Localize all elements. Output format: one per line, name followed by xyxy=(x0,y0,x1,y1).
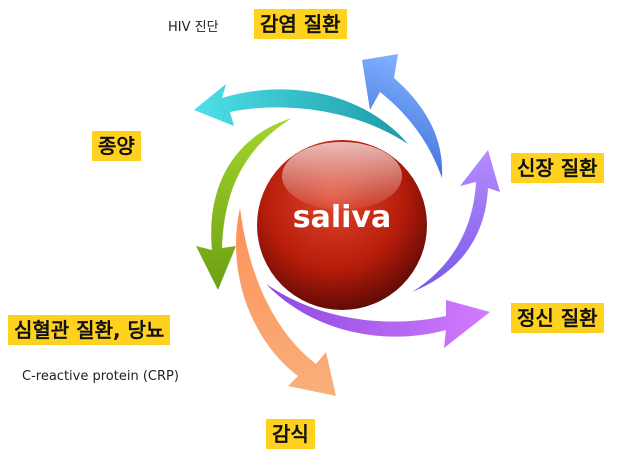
orange-arrow xyxy=(236,208,336,396)
sphere-highlight xyxy=(282,142,402,210)
violet-arrow xyxy=(412,150,500,292)
saliva-label: saliva xyxy=(292,200,392,235)
purple-arrow xyxy=(266,284,490,348)
crp-note: C-reactive protein (CRP) xyxy=(22,369,179,384)
green-arrow xyxy=(196,118,292,290)
hiv-note: HIV 진단 xyxy=(168,20,219,35)
infectious-disease-label: 감염 질환 xyxy=(254,9,347,39)
kidney-disease-label: 신장 질환 xyxy=(511,153,604,183)
blue-arrow xyxy=(362,54,443,178)
infection-label: 감식 xyxy=(266,419,315,449)
cardiovascular-label: 심혈관 질환, 당뇨 xyxy=(8,315,171,345)
tumor-label: 종양 xyxy=(92,131,141,161)
mental-disease-label: 정신 질환 xyxy=(511,303,604,333)
teal-arrow xyxy=(194,84,408,144)
